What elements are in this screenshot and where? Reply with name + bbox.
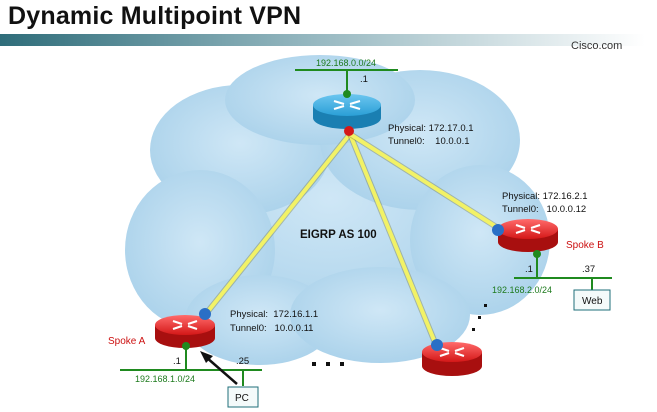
hub-router: [313, 90, 381, 136]
tunnel-links: [202, 131, 501, 348]
title-bar: [0, 34, 645, 46]
hub-lan-label: 192.168.0.0/24: [316, 58, 376, 68]
spoke-b-lan: [514, 256, 612, 290]
tunnel-hub-spoke-a: [203, 132, 352, 317]
tunnel-hub-spoke-c: [348, 132, 438, 347]
spoke-a-router: [155, 308, 215, 350]
tunnel-hub-spoke-b: [348, 132, 500, 230]
pc-host: PC: [227, 386, 259, 408]
spoke-a-router-host: .1: [173, 356, 181, 367]
spoke-b-lan-label: 192.168.2.0/24: [492, 285, 552, 295]
dotted-path-right: [472, 304, 487, 331]
spoke-b-tunnel: Tunnel0: 10.0.0.12: [502, 204, 586, 215]
brand-label: Cisco.com: [571, 40, 623, 52]
spoke-b-router: [492, 219, 558, 258]
spoke-b-physical: Physical: 172.16.2.1: [502, 191, 588, 202]
spoke-b-web-host: .37: [582, 264, 595, 275]
web-label: Web: [582, 296, 603, 307]
spoke-a-pc-host: .25: [236, 356, 249, 367]
spoke-a-physical: Physical: 172.16.1.1: [230, 309, 318, 320]
diagram-title: Dynamic Multipoint VPN: [8, 2, 302, 30]
spoke-b-name: Spoke B: [566, 240, 604, 251]
spoke-b-router-host: .1: [525, 264, 533, 275]
hub-tunnel: Tunnel0: 10.0.0.1: [388, 136, 470, 147]
spoke-a-lan-label: 192.168.1.0/24: [135, 374, 195, 384]
router-arrows-icon: [333, 100, 361, 110]
dotted-path-bottom: [312, 362, 344, 366]
spoke-a-tunnel: Tunnel0: 10.0.0.11: [230, 323, 313, 334]
router-arrows-icon: [172, 320, 198, 330]
spoke-a-name: Spoke A: [108, 336, 146, 347]
pc-label: PC: [235, 393, 249, 404]
spoke-c-router: [422, 339, 482, 376]
hub-lan: 192.168.0.0/24 .1: [295, 58, 398, 92]
router-arrows-icon: [515, 224, 541, 234]
web-server: Web: [573, 289, 611, 311]
cloud-label: EIGRP AS 100: [300, 229, 377, 241]
pc-arrow-icon: [200, 351, 238, 385]
hub-lan-host: .1: [360, 74, 368, 85]
spoke-a-lan: [120, 348, 262, 386]
hub-physical: Physical: 172.17.0.1: [388, 123, 474, 134]
